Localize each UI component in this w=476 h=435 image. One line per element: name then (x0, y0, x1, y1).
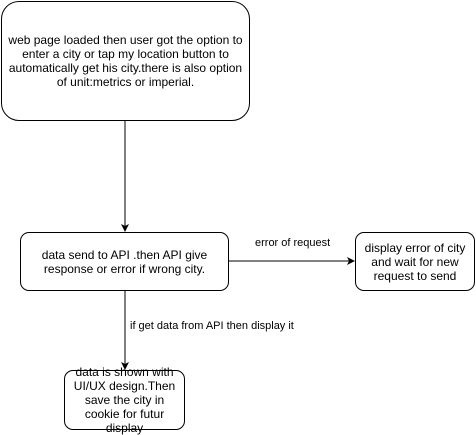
api-request-node: data send to API .then API give response… (20, 232, 229, 291)
data-display-node: data is shown with UI/UX design.Then sav… (64, 365, 185, 435)
error-display-node: display error of city and wait for new r… (355, 232, 475, 291)
start-node: web page loaded then user got the option… (1, 1, 250, 121)
data-display-node-text: data is shown with UI/UX design.Then sav… (73, 365, 176, 435)
start-node-text: web page loaded then user got the option… (8, 33, 243, 89)
error-display-node-text: display error of city and wait for new r… (364, 240, 466, 283)
error-edge-label: error of request (255, 237, 331, 250)
api-request-node-text: data send to API .then API give response… (41, 247, 208, 276)
success-edge-label: if get data from API then display it (130, 320, 294, 333)
